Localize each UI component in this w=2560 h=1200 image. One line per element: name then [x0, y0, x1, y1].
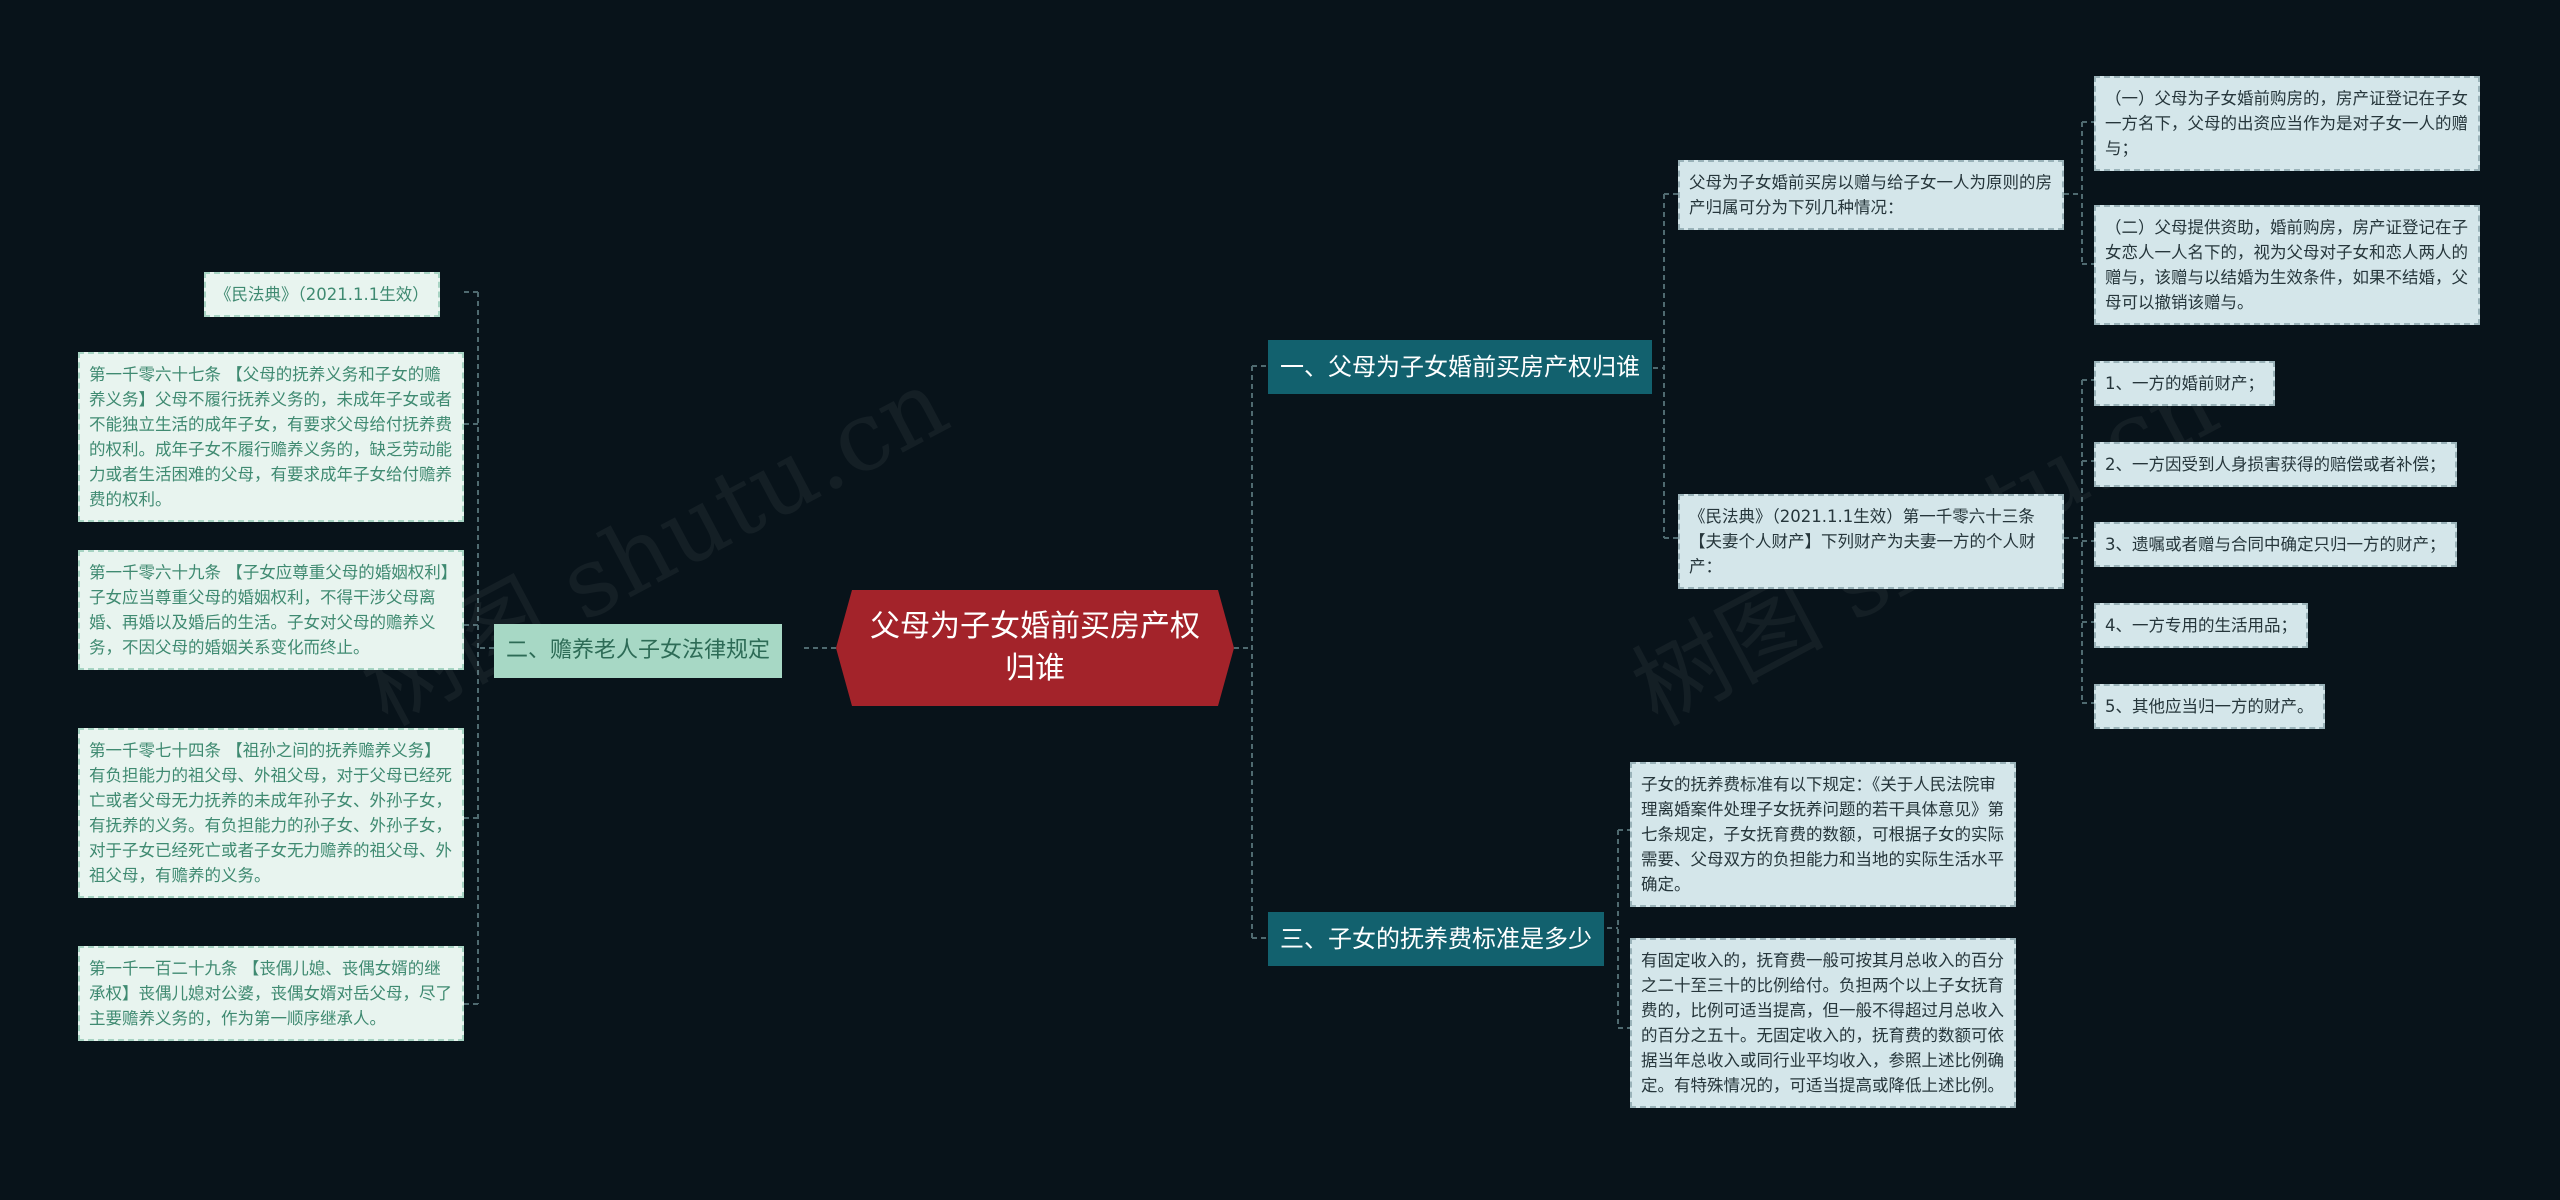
- root-topic[interactable]: 父母为子女婚前买房产权归谁: [836, 590, 1234, 706]
- leaf-text: 2、一方因受到人身损害获得的赔偿或者补偿；: [2105, 455, 2446, 474]
- leaf-ownership-intro[interactable]: 父母为子女婚前买房以赠与给子女一人为原则的房产归属可分为下列几种情况：: [1678, 160, 2064, 230]
- leaf-support-ratio[interactable]: 有固定收入的，抚育费一般可按其月总收入的百分之二十至三十的比例给付。负担两个以上…: [1630, 938, 2016, 1108]
- branch-label: 三、子女的抚养费标准是多少: [1280, 925, 1592, 953]
- leaf-text: 《民法典》（2021.1.1生效）第一千零六十三条 【夫妻个人财产】下列财产为夫…: [1689, 507, 2036, 576]
- connector-root-right: [1234, 365, 1268, 939]
- leaf-article-1067[interactable]: 第一千零六十七条 【父母的抚养义务和子女的赡养义务】父母不履行抚养义务的，未成年…: [78, 352, 464, 522]
- leaf-property-item[interactable]: 3、遗嘱或者赠与合同中确定只归一方的财产；: [2094, 522, 2457, 567]
- leaf-text: （二）父母提供资助，婚前购房，房产证登记在子女恋人一人名下的，视为父母对子女和恋…: [2105, 218, 2468, 312]
- leaf-text: （一）父母为子女婚前购房的，房产证登记在子女一方名下，父母的出资应当作为是对子女…: [2105, 89, 2468, 158]
- connector-intro: [2064, 121, 2094, 265]
- branch-label: 二、赡养老人子女法律规定: [506, 638, 771, 663]
- connector-b3: [1598, 829, 1630, 1029]
- leaf-property-item[interactable]: 5、其他应当归一方的财产。: [2094, 684, 2325, 729]
- leaf-text: 有固定收入的，抚育费一般可按其月总收入的百分之二十至三十的比例给付。负担两个以上…: [1641, 951, 2004, 1095]
- leaf-text: 3、遗嘱或者赠与合同中确定只归一方的财产；: [2105, 535, 2446, 554]
- leaf-text: 第一千零六十七条 【父母的抚养义务和子女的赡养义务】父母不履行抚养义务的，未成年…: [89, 365, 452, 509]
- branch-child-support[interactable]: 三、子女的抚养费标准是多少: [1268, 912, 1604, 966]
- connector-b1: [1644, 193, 1678, 539]
- leaf-text: 第一千一百二十九条 【丧偶儿媳、丧偶女婿的继承权】丧偶儿媳对公婆，丧偶女婿对岳父…: [89, 959, 452, 1028]
- leaf-text: 5、其他应当归一方的财产。: [2105, 697, 2314, 716]
- leaf-support-standard[interactable]: 子女的抚养费标准有以下规定：《关于人民法院审理离婚案件处理子女抚养问题的若干具体…: [1630, 762, 2016, 907]
- leaf-case-two[interactable]: （二）父母提供资助，婚前购房，房产证登记在子女恋人一人名下的，视为父母对子女和恋…: [2094, 205, 2480, 325]
- leaf-text: 子女的抚养费标准有以下规定：《关于人民法院审理离婚案件处理子女抚养问题的若干具体…: [1641, 775, 2004, 894]
- leaf-article-1074[interactable]: 第一千零七十四条 【祖孙之间的抚养赡养义务】有负担能力的祖父母、外祖父母，对于父…: [78, 728, 464, 898]
- leaf-civil-code[interactable]: 《民法典》（2021.1.1生效）: [204, 272, 440, 317]
- leaf-property-item[interactable]: 2、一方因受到人身损害获得的赔偿或者补偿；: [2094, 442, 2457, 487]
- leaf-text: 1、一方的婚前财产；: [2105, 374, 2264, 393]
- root-topic-label: 父母为子女婚前买房产权归谁: [870, 609, 1200, 686]
- branch-elderly-support-law[interactable]: 二、赡养老人子女法律规定: [494, 624, 783, 678]
- leaf-article-1069[interactable]: 第一千零六十九条 【子女应尊重父母的婚姻权利】子女应当尊重父母的婚姻权利，不得干…: [78, 550, 464, 670]
- leaf-civil-code-1063[interactable]: 《民法典》（2021.1.1生效）第一千零六十三条 【夫妻个人财产】下列财产为夫…: [1678, 494, 2064, 589]
- connector-law: [2064, 379, 2094, 704]
- leaf-case-one[interactable]: （一）父母为子女婚前购房的，房产证登记在子女一方名下，父母的出资应当作为是对子女…: [2094, 76, 2480, 171]
- branch-label: 一、父母为子女婚前买房产权归谁: [1280, 353, 1640, 381]
- branch-property-ownership[interactable]: 一、父母为子女婚前买房产权归谁: [1268, 340, 1652, 394]
- leaf-article-1129[interactable]: 第一千一百二十九条 【丧偶儿媳、丧偶女婿的继承权】丧偶儿媳对公婆，丧偶女婿对岳父…: [78, 946, 464, 1041]
- leaf-text: 第一千零七十四条 【祖孙之间的抚养赡养义务】有负担能力的祖父母、外祖父母，对于父…: [89, 741, 452, 885]
- connector-b2: [464, 291, 494, 1005]
- leaf-text: 第一千零六十九条 【子女应尊重父母的婚姻权利】子女应当尊重父母的婚姻权利，不得干…: [89, 563, 449, 657]
- leaf-property-item[interactable]: 1、一方的婚前财产；: [2094, 361, 2275, 406]
- leaf-text: 《民法典》（2021.1.1生效）: [215, 285, 429, 304]
- leaf-text: 4、一方专用的生活用品；: [2105, 616, 2297, 635]
- leaf-text: 父母为子女婚前买房以赠与给子女一人为原则的房产归属可分为下列几种情况：: [1689, 173, 2052, 217]
- leaf-property-item[interactable]: 4、一方专用的生活用品；: [2094, 603, 2308, 648]
